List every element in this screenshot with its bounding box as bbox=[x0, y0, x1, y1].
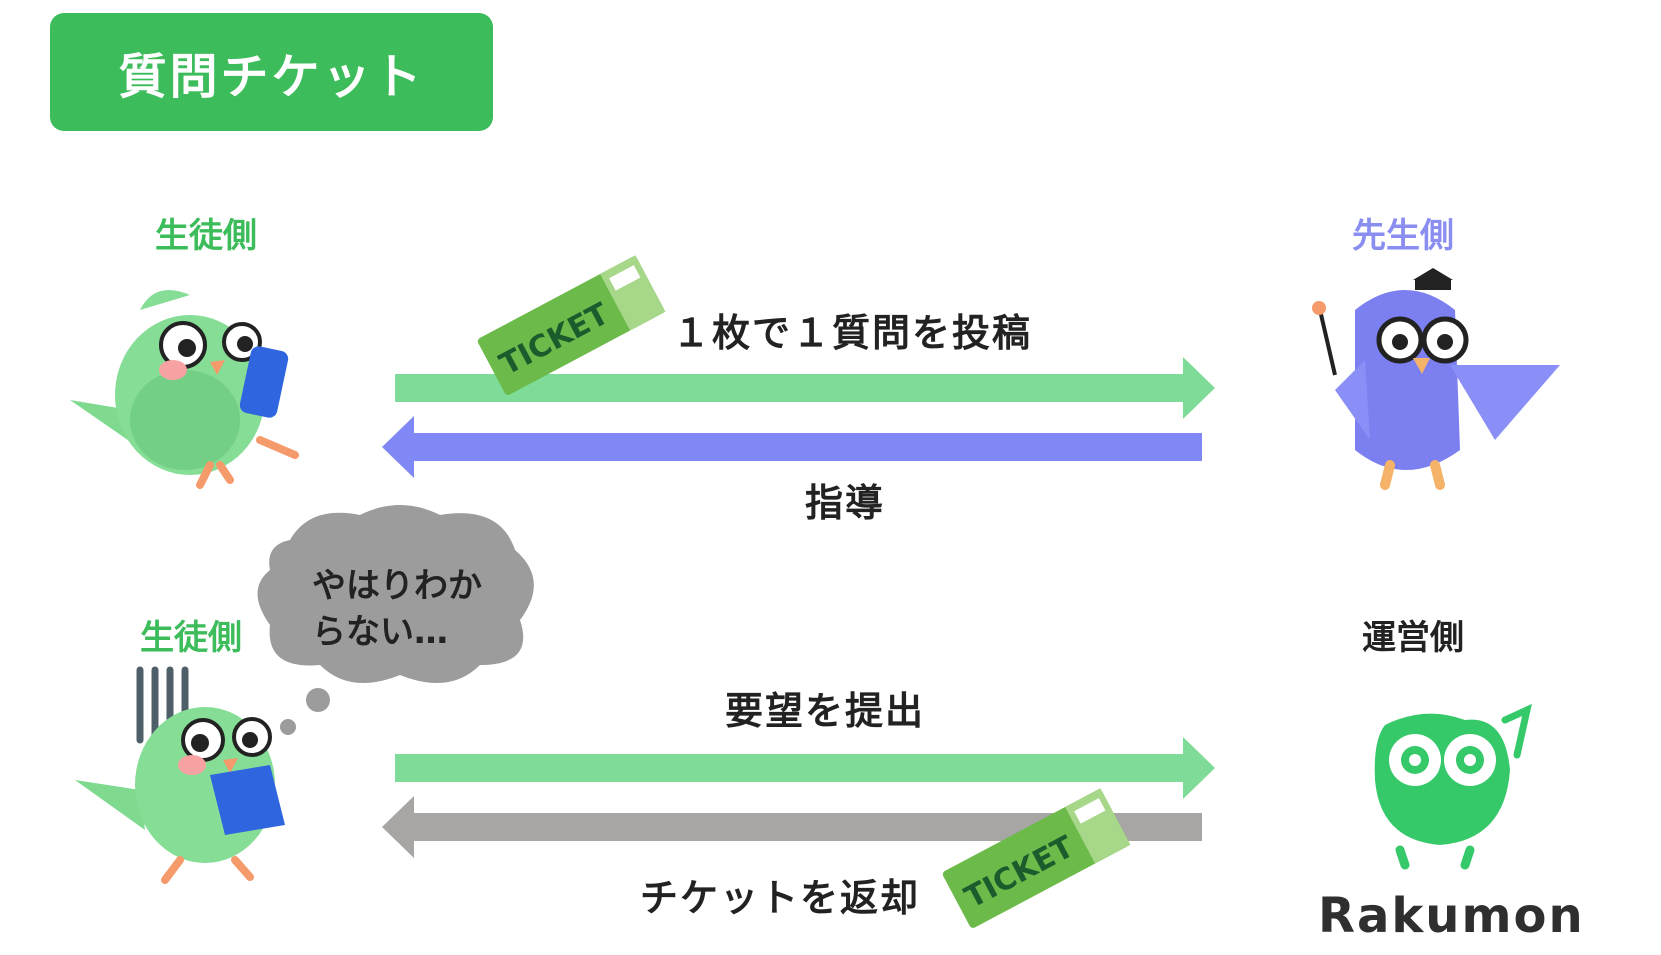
role-operations: 運営側 bbox=[1362, 618, 1464, 658]
label-request: 要望を提出 bbox=[725, 689, 926, 733]
student-owl-with-book-icon bbox=[75, 666, 285, 884]
ticket-icon-top: TICKET bbox=[477, 255, 666, 395]
arrow-guidance bbox=[382, 416, 1202, 478]
brand-name: Rakumon bbox=[1318, 888, 1585, 944]
title-badge: 質問チケット bbox=[50, 13, 493, 131]
role-student-top: 生徒側 bbox=[155, 216, 257, 256]
thought-line-2: らない… bbox=[312, 612, 448, 652]
label-guidance: 指導 bbox=[805, 481, 886, 525]
ticket-icon-bottom: TICKET bbox=[942, 788, 1131, 928]
title-text: 質問チケット bbox=[118, 49, 425, 105]
arrow-request bbox=[395, 737, 1215, 799]
rakumon-owl-logo-icon bbox=[1374, 703, 1532, 870]
label-post: １枚で１質問を投稿 bbox=[672, 311, 1033, 355]
student-owl-with-phone-icon bbox=[70, 290, 299, 489]
role-teacher: 先生側 bbox=[1352, 216, 1454, 256]
label-return: チケットを返却 bbox=[640, 876, 921, 920]
thought-cloud bbox=[257, 505, 534, 735]
teacher-owl-icon bbox=[1312, 268, 1560, 490]
role-student-bottom: 生徒側 bbox=[140, 618, 242, 658]
thought-line-1: やはりわか bbox=[312, 566, 482, 606]
